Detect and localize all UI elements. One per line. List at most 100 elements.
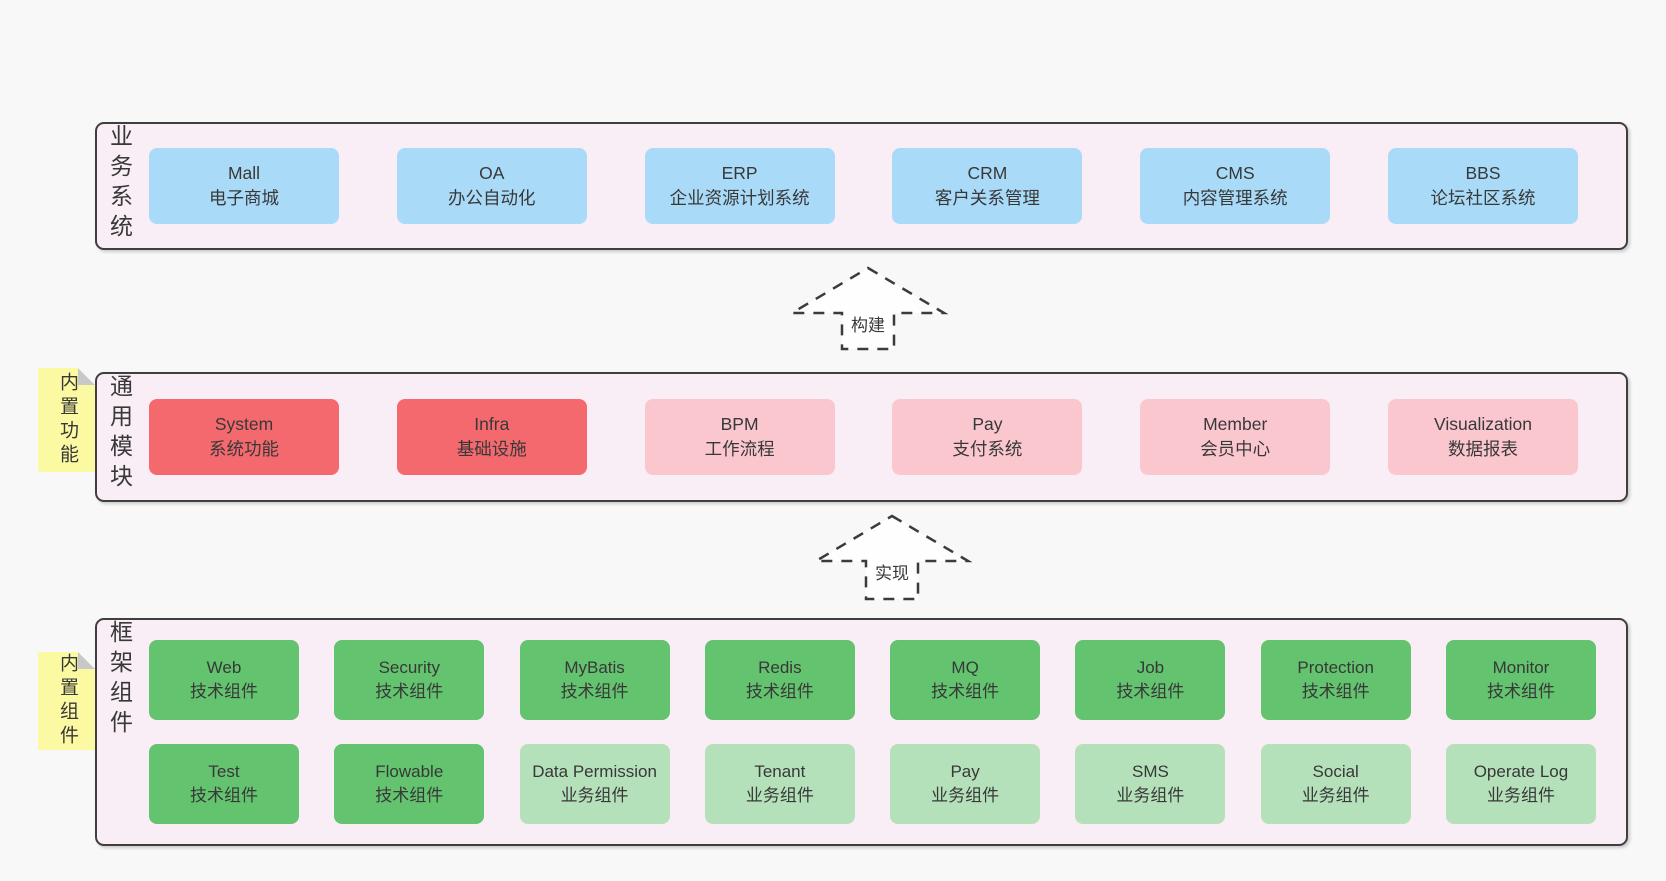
box-name: CMS: [1215, 163, 1255, 183]
box-name: Data Permission: [532, 762, 657, 781]
box-desc: 技术组件: [560, 682, 629, 701]
box-bbs: BBS 论坛社区系统: [1387, 148, 1578, 224]
tier-modules-label: 通用模块: [106, 374, 133, 494]
box-name: SMS: [1131, 762, 1169, 781]
box-name: Monitor: [1492, 658, 1550, 677]
box-tenant: Tenant 业务组件: [704, 744, 855, 824]
box-mall: Mall 电子商城: [149, 148, 339, 224]
tier-components-boxes: Web 技术组件 Security 技术组件 MyBatis 技术组件 Redi…: [149, 620, 1596, 844]
box-bpm: BPM 工作流程: [644, 399, 835, 475]
box-operate-log: Operate Log 业务组件: [1445, 744, 1596, 824]
tier-business-systems: 业务系统 Mall 电子商城 OA 办公自动化 ERP 企业资源计划系统 CRM…: [95, 122, 1628, 250]
box-desc: 系统功能: [209, 439, 279, 459]
note-text: 内置组件: [56, 653, 78, 749]
box-name: Visualization: [1434, 414, 1532, 434]
note-built-in-features: 内置功能: [38, 368, 95, 472]
box-monitor: Monitor 技术组件: [1445, 640, 1596, 720]
box-infra: Infra 基础设施: [396, 399, 587, 475]
box-desc: 企业资源计划系统: [669, 188, 810, 208]
up-arrow-icon: [812, 514, 972, 601]
box-web: Web 技术组件: [149, 640, 299, 720]
box-desc: 业务组件: [1486, 786, 1555, 805]
tier-components-label: 框架组件: [106, 620, 133, 740]
box-social: Social 业务组件: [1260, 744, 1411, 824]
tier-framework-components: 框架组件 Web 技术组件 Security 技术组件 MyBatis 技术组件…: [95, 618, 1628, 846]
note-fold-corner-icon: [78, 368, 95, 385]
box-mq: MQ 技术组件: [890, 640, 1041, 720]
box-security: Security 技术组件: [334, 640, 485, 720]
box-name: Job: [1136, 658, 1165, 677]
box-desc: 业务组件: [1116, 786, 1185, 805]
arrow-build-label: 构建: [847, 310, 889, 337]
tier-modules-boxes: System 系统功能 Infra 基础设施 BPM 工作流程 Pay 支付系统…: [149, 374, 1578, 500]
box-system: System 系统功能: [149, 399, 339, 475]
box-flowable: Flowable 技术组件: [334, 744, 485, 824]
box-desc: 业务组件: [560, 786, 629, 805]
tier-business-label: 业务系统: [106, 124, 133, 244]
box-desc: 基础设施: [456, 439, 527, 459]
box-mybatis: MyBatis 技术组件: [519, 640, 670, 720]
box-desc: 电子商城: [209, 188, 279, 208]
box-data-permission: Data Permission 业务组件: [519, 744, 670, 824]
arrow-implement: 实现: [812, 514, 972, 602]
box-desc: 内容管理系统: [1182, 188, 1288, 208]
box-name: Mall: [227, 163, 261, 183]
box-desc: 技术组件: [745, 682, 814, 701]
box-name: Pay: [972, 414, 1003, 434]
box-desc: 技术组件: [1301, 682, 1370, 701]
box-name: Web: [206, 658, 242, 677]
box-desc: 业务组件: [931, 786, 1000, 805]
arrow-implement-label: 实现: [871, 558, 913, 585]
box-desc: 技术组件: [1486, 682, 1555, 701]
box-cms: CMS 内容管理系统: [1140, 148, 1331, 224]
box-job: Job 技术组件: [1075, 640, 1226, 720]
box-name: ERP: [721, 163, 758, 183]
box-name: CRM: [967, 163, 1008, 183]
box-name: Member: [1203, 414, 1268, 434]
box-name: MyBatis: [564, 658, 625, 677]
box-name: Security: [378, 658, 440, 677]
box-pay: Pay 支付系统: [892, 399, 1083, 475]
box-name: Operate Log: [1473, 762, 1569, 781]
box-protection: Protection 技术组件: [1260, 640, 1411, 720]
box-name: Flowable: [375, 762, 444, 781]
box-desc: 办公自动化: [448, 188, 536, 208]
box-name: MQ: [951, 658, 979, 677]
box-redis: Redis 技术组件: [704, 640, 855, 720]
box-desc: 技术组件: [190, 682, 258, 701]
box-name: Pay: [950, 762, 980, 781]
tier-common-modules: 通用模块 System 系统功能 Infra 基础设施 BPM 工作流程 Pay…: [95, 372, 1628, 502]
box-name: BPM: [720, 414, 759, 434]
box-desc: 技术组件: [375, 786, 444, 805]
box-name: Infra: [474, 414, 510, 434]
box-desc: 技术组件: [1116, 682, 1185, 701]
box-desc: 业务组件: [745, 786, 814, 805]
box-desc: 数据报表: [1447, 439, 1518, 459]
box-desc: 业务组件: [1301, 786, 1370, 805]
box-erp: ERP 企业资源计划系统: [644, 148, 835, 224]
box-crm: CRM 客户关系管理: [892, 148, 1083, 224]
box-desc: 工作流程: [704, 439, 775, 459]
box-desc: 客户关系管理: [934, 188, 1040, 208]
box-name: Social: [1312, 762, 1359, 781]
box-name: System: [214, 414, 274, 434]
box-name: Tenant: [754, 762, 806, 781]
note-text: 内置功能: [56, 372, 78, 468]
box-name: Redis: [758, 658, 802, 677]
up-arrow-icon: [788, 266, 948, 351]
box-member: Member 会员中心: [1140, 399, 1331, 475]
box-desc: 技术组件: [190, 786, 258, 805]
box-name: BBS: [1465, 163, 1501, 183]
box-name: OA: [479, 163, 505, 183]
box-name: Protection: [1297, 658, 1374, 677]
box-oa: OA 办公自动化: [396, 148, 587, 224]
box-visualization: Visualization 数据报表: [1387, 399, 1578, 475]
box-desc: 技术组件: [375, 682, 444, 701]
box-sms: SMS 业务组件: [1075, 744, 1226, 824]
tier-business-boxes: Mall 电子商城 OA 办公自动化 ERP 企业资源计划系统 CRM 客户关系…: [149, 124, 1578, 248]
box-desc: 支付系统: [952, 439, 1023, 459]
note-built-in-components: 内置组件: [38, 652, 95, 750]
note-fold-corner-icon: [78, 652, 95, 669]
box-desc: 论坛社区系统: [1430, 188, 1536, 208]
box-desc: 技术组件: [931, 682, 1000, 701]
